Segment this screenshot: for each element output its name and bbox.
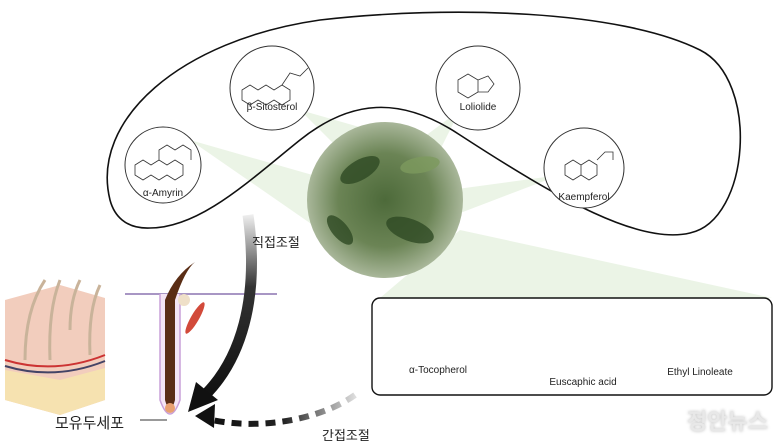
leaf-details xyxy=(326,156,440,245)
loliolide-label: Loliolide xyxy=(459,102,497,113)
hair-follicle-illustration xyxy=(125,262,277,421)
ethyl-linoleate-label: Ethyl Linoleate xyxy=(667,367,733,378)
direct-regulation-arrow xyxy=(201,214,257,399)
alpha-amyrin-label: α-Amyrin xyxy=(142,188,184,199)
connector-lines xyxy=(190,110,772,298)
indirect-regulation-arrow xyxy=(211,392,357,427)
watermark-logo: 정안뉴스 xyxy=(687,410,768,435)
dermal-papilla-cell-label: 모유두세포 xyxy=(55,414,125,432)
compound-group-outline xyxy=(106,11,742,236)
direct-arrowhead xyxy=(188,382,218,412)
skin-illustration xyxy=(4,279,106,415)
compound-box xyxy=(371,297,773,396)
indirect-regulation-label: 간접조절 xyxy=(322,429,370,444)
direct-regulation-label: 직접조절 xyxy=(252,236,300,251)
kaempferol-circle xyxy=(543,127,625,209)
indirect-arrowhead xyxy=(195,404,215,428)
kaempferol-label: Kaempferol xyxy=(558,192,610,203)
beta-sitosterol-label: β-Sitosterol xyxy=(246,102,298,113)
euscaphic-acid-label: Euscaphic acid xyxy=(549,377,617,388)
alpha-tocopherol-label: α-Tocopherol xyxy=(408,365,468,376)
beta-sitosterol-circle xyxy=(229,45,315,131)
plant-photo xyxy=(307,122,463,278)
